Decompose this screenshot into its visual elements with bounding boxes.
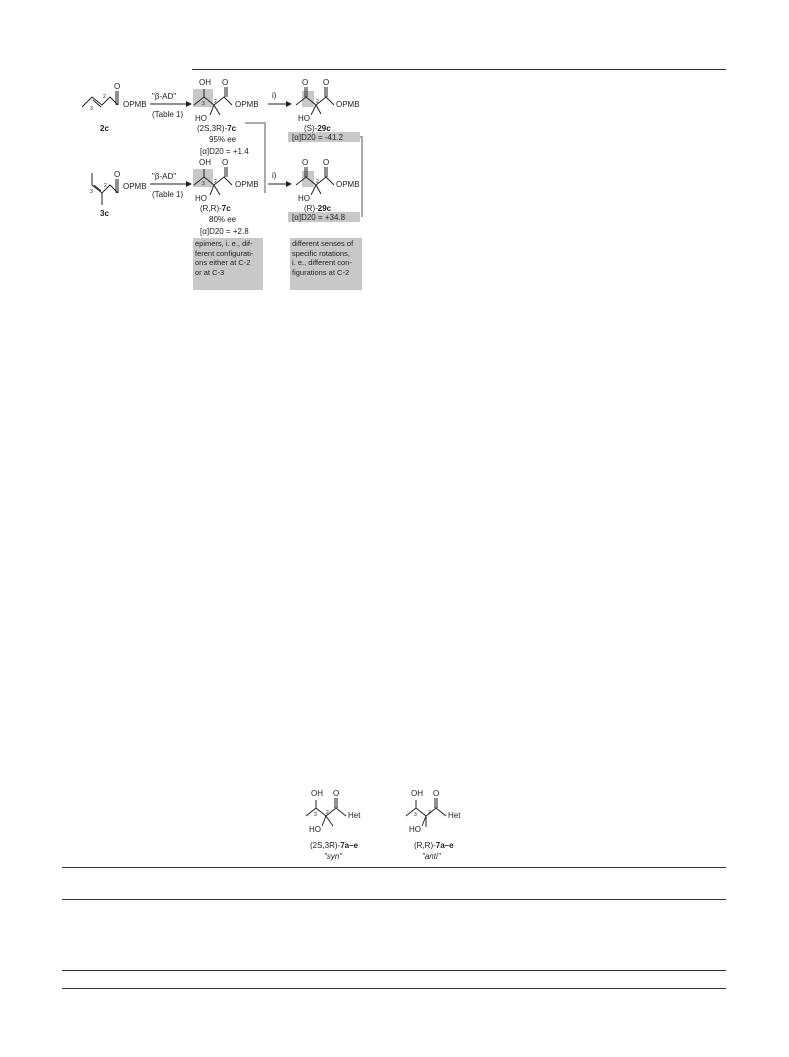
atom-ho: HO	[298, 114, 310, 123]
step-label-row1: i)	[272, 91, 277, 100]
atom-c2: 2	[103, 94, 106, 100]
atom-opmb: OPMB	[235, 180, 259, 189]
atom-ho: HO	[409, 825, 421, 834]
ketone-29c-r	[295, 167, 335, 196]
compound-label-3c: 3c	[100, 209, 109, 218]
reagent-ref-row2: (Table 1)	[152, 190, 183, 199]
compound-label-7c-anti: (R,R)-7c	[200, 204, 231, 213]
structure-anti	[405, 798, 447, 827]
reagent-label-row1: "β-AD"	[152, 92, 176, 101]
atom-opmb: OPMB	[336, 100, 360, 109]
note-rotations: different senses of specific rotations, …	[290, 238, 362, 290]
atom-o: O	[222, 158, 228, 167]
atom-c3: 3	[90, 106, 93, 112]
rotation-value-7c-anti: [α]D20 = +2.8	[200, 227, 249, 236]
atom-c2: 2	[326, 810, 329, 816]
atom-o: O	[222, 78, 228, 87]
atom-ho: HO	[309, 825, 321, 834]
ketone-29c-s	[295, 87, 335, 116]
rotation-value-29c-r: [α]D20 = +34.8	[292, 213, 346, 222]
atom-o: O	[323, 158, 329, 167]
table-header-structures: OH O HO Het 3 2 (2S,3R)-7a–e "syn" OH O …	[300, 786, 480, 866]
arrowhead-row2	[186, 181, 192, 187]
atom-o: O	[433, 789, 439, 798]
compound-label-7c-syn: (2S,3R)-7c	[197, 124, 237, 133]
rotation-value-29c-s: [α]D20 = -41.2	[292, 133, 344, 142]
table-head-rule	[62, 899, 726, 900]
compound-label-29c-s: (S)-29c	[304, 124, 331, 133]
atom-c3: 3	[202, 101, 205, 107]
rotation-highlight-row2	[288, 212, 360, 222]
table-bottom-rule	[62, 988, 726, 989]
structure-syn	[305, 798, 347, 827]
arrowhead-row1	[186, 101, 192, 107]
reagent-ref-row1: (Table 1)	[152, 110, 183, 119]
atom-c3: 3	[90, 189, 93, 195]
step-label-row2: i)	[272, 171, 277, 180]
ee-value-row1: 95% ee	[209, 135, 237, 144]
bracket-lines	[245, 122, 363, 217]
atom-opmb: OPMB	[235, 100, 259, 109]
atom-oh: OH	[311, 789, 323, 798]
atom-c3: 3	[314, 812, 317, 818]
ee-value-row2: 80% ee	[209, 215, 237, 224]
label-syn-tag: "syn"	[324, 852, 343, 861]
atom-c2: 2	[104, 183, 107, 189]
atom-oh: OH	[411, 789, 423, 798]
atom-ho: HO	[195, 194, 207, 203]
atom-o: O	[114, 170, 120, 179]
alkene-2c	[81, 91, 119, 108]
rotation-highlight-row1	[288, 132, 360, 142]
atom-oh: OH	[199, 158, 211, 167]
atom-ho: HO	[298, 194, 310, 203]
atom-c2: 2	[214, 99, 217, 105]
table-top-rule	[62, 867, 726, 868]
alkene-3c	[91, 173, 119, 205]
atom-c3: 3	[202, 181, 205, 187]
atom-het: Het	[448, 811, 461, 820]
atom-opmb: OPMB	[123, 182, 147, 191]
label-syn-compound: (2S,3R)-7a–e	[310, 841, 359, 850]
atom-c2: 2	[316, 99, 319, 105]
compound-label-29c-r: (R)-29c	[304, 204, 332, 213]
diol-7c-syn	[193, 87, 233, 116]
reaction-scheme: O OPMB 2 3 2c "β-AD" (Table 1) OH HO O O…	[60, 75, 390, 290]
diol-7c-anti	[193, 167, 233, 196]
atom-o: O	[333, 789, 339, 798]
atom-o: O	[114, 82, 120, 91]
atom-o: O	[302, 78, 308, 87]
atom-het: Het	[348, 811, 361, 820]
atom-ho: HO	[195, 114, 207, 123]
table-body-rule	[62, 970, 726, 971]
atom-c3: 3	[414, 812, 417, 818]
atom-c2: 2	[214, 179, 217, 185]
compound-label-2c: 2c	[100, 124, 109, 133]
atom-opmb: OPMB	[336, 180, 360, 189]
reagent-label-row2: "β-AD"	[152, 172, 176, 181]
arrowhead-step-row2	[286, 181, 292, 187]
scheme-drawing: O OPMB 2 3 2c "β-AD" (Table 1) OH HO O O…	[81, 78, 363, 236]
rotation-value-7c-syn: [α]D20 = +1.4	[200, 147, 249, 156]
atom-c2: 2	[316, 179, 319, 185]
note-epimers: epimers, i. e., dif- ferent configurati-…	[193, 238, 263, 290]
table-structures-drawing: OH O HO Het 3 2 (2S,3R)-7a–e "syn" OH O …	[305, 789, 461, 861]
atom-c2: 2	[428, 810, 431, 816]
atom-oh: OH	[199, 78, 211, 87]
arrowhead-step-row1	[286, 101, 292, 107]
label-anti-compound: (R,R)-7a–e	[414, 841, 454, 850]
atom-o: O	[323, 78, 329, 87]
label-anti-tag: "anti"	[422, 852, 442, 861]
atom-opmb: OPMB	[123, 100, 147, 109]
atom-o: O	[302, 158, 308, 167]
header-rule	[192, 69, 726, 70]
